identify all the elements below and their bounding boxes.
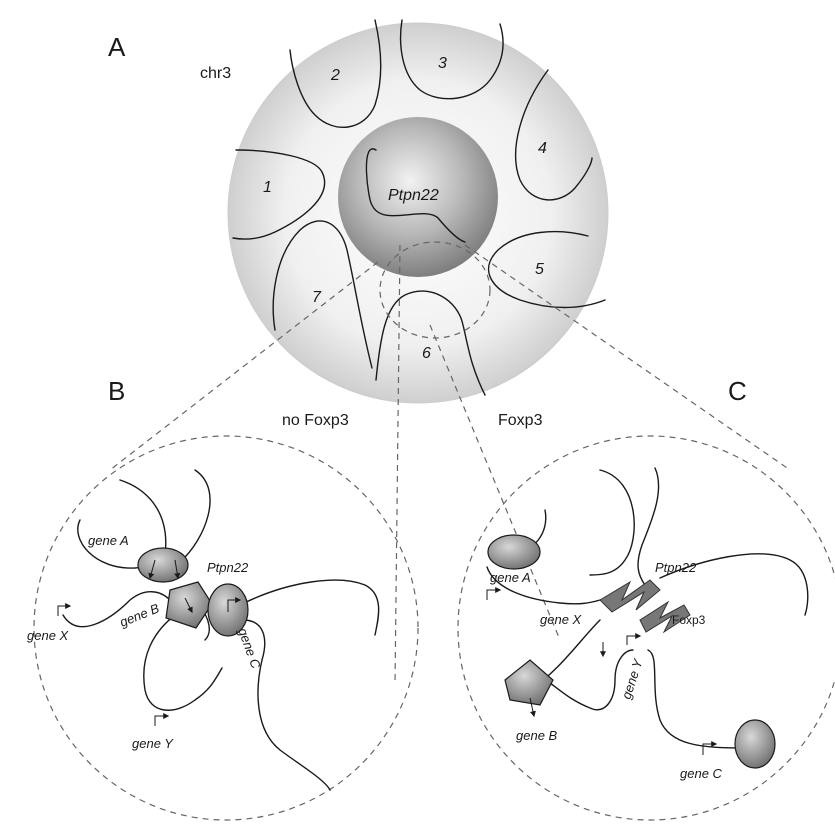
territory-1-label: 1 [263,179,272,196]
fiber-c7 [546,650,633,710]
fiber-b5 [240,580,379,635]
panel-a-letter: A [108,32,126,62]
chromosome-label: chr3 [200,65,231,82]
ptpn22-label-a: Ptpn22 [388,187,439,204]
gene-b-box-c [505,660,553,705]
fiber-c8 [648,650,745,748]
foxp3-label-c: Foxp3 [672,613,706,627]
foxp3-factor-1 [600,580,660,612]
panel-b-letter: B [108,376,125,406]
territory-7-label: 7 [312,289,322,306]
gene-x-label-c: gene X [540,612,583,627]
panel-b: B no Foxp3 gene A Ptpn22 gene X gene B g… [27,376,418,820]
ptpn22-label-b: Ptpn22 [207,560,249,575]
ptpn22-label-c: Ptpn22 [655,560,697,575]
gene-y-label-c: gene Y [619,656,646,701]
condition-c: Foxp3 [498,412,543,429]
panel-a: A chr3 1 2 3 4 5 6 7 Ptpn22 [108,20,608,403]
panel-c: C Foxp3 gene A Ptpn22 gene X Foxp3 gene … [458,376,835,820]
gene-c-blob-c [735,720,775,768]
gene-a-blob-b [138,548,188,582]
territory-3-label: 3 [438,55,447,72]
gene-c-label-b: gene C [235,626,264,671]
condition-b: no Foxp3 [282,412,349,429]
fiber-c2 [590,470,634,575]
territory-2-label: 2 [330,67,340,84]
gene-y-label-b: gene Y [132,736,174,751]
gene-x-label-b: gene X [27,628,70,643]
gene-a-label-c: gene A [490,570,531,585]
territory-4-label: 4 [538,140,547,157]
gene-a-blob-c [488,535,540,569]
territory-6-label: 6 [422,345,431,362]
gene-b-label-c: gene B [516,728,558,743]
gene-a-label-b: gene A [88,533,129,548]
territory-5-label: 5 [535,261,544,278]
panel-c-letter: C [728,376,747,406]
gene-c-label-c: gene C [680,766,723,781]
fiber-b4 [180,470,210,562]
